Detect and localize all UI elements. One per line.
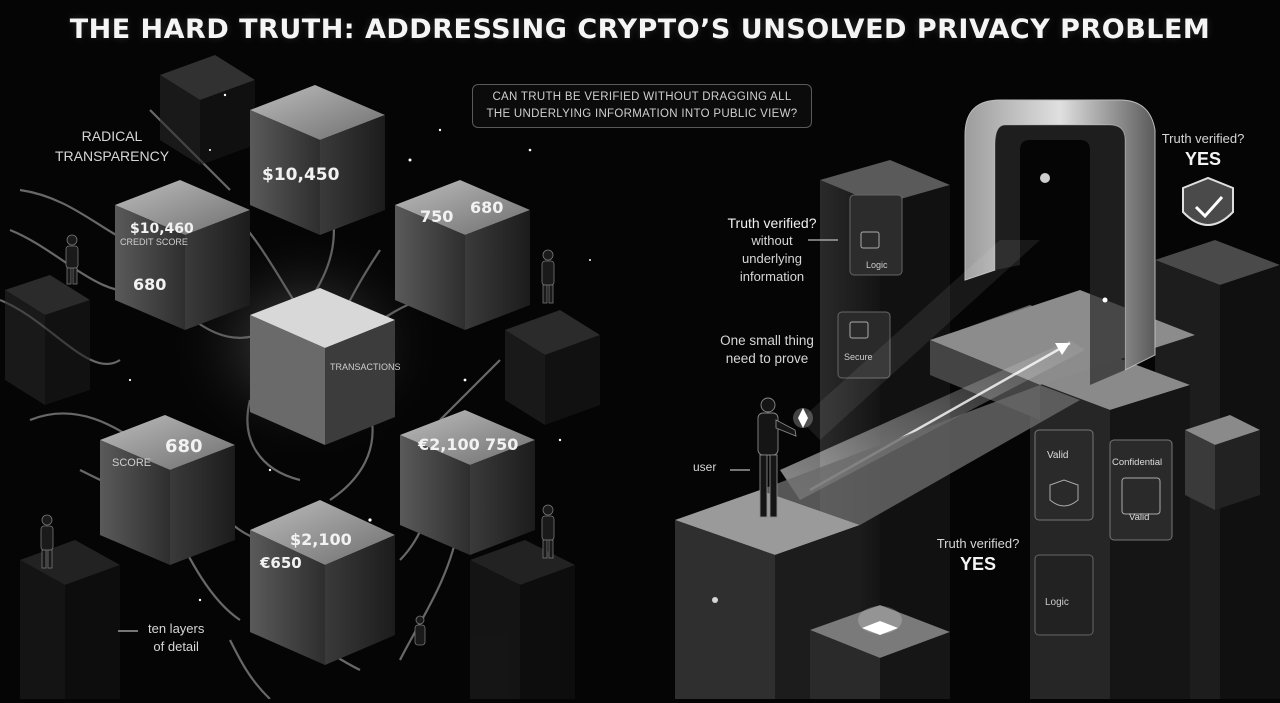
radical-line-2: TRANSPARENCY [54,148,170,164]
user-pedestal [675,385,1080,699]
user-figure [757,397,797,518]
sparkles [128,93,591,602]
cube-mid-right [395,180,530,330]
truth-verified-without-label: Truth verified? without underlying infor… [712,214,832,286]
radical-transparency-label: RADICAL TRANSPARENCY [37,126,187,166]
user-label: user [693,460,717,474]
ten-line-1: ten layers [148,621,205,636]
ten-layers-label: ten layers of detail [148,620,204,656]
cube-bottom-amount2: €650 [259,554,302,572]
cube-center-label: TRANSACTIONS [330,362,401,372]
arrow-head [1055,343,1070,355]
tv1-line-2: without [751,233,793,248]
one-line-1: One small thing [720,333,814,348]
tv1-line-4: information [739,269,805,284]
diamond-icon [798,408,808,428]
yes-top: YES [1184,149,1222,169]
ten-line-2: of detail [153,639,199,654]
cube-mid-top: 680 [470,198,503,217]
panel-secure: Secure [837,311,891,379]
panel-confidential-label: Confidential [1112,457,1162,468]
cube-credit [115,180,250,330]
panel-valid-label: Valid [1047,450,1069,461]
cube-top [250,85,385,235]
question-line-1: CAN TRUTH BE VERIFIED WITHOUT DRAGGING A… [492,91,792,103]
background-cubes [5,55,600,699]
page-title: THE HARD TRUTH: ADDRESSING CRYPTO’S UNSO… [69,14,1211,45]
cube-credit-score: 680 [133,275,166,294]
question-box: CAN TRUTH BE VERIFIED WITHOUT DRAGGING A… [472,84,812,128]
bottom-chip-block [810,605,950,699]
panel-confidential: Confidential Valid [1109,439,1173,541]
question-line-2: THE UNDERLYING INFORMATION INTO PUBLIC V… [486,108,798,120]
cube-right [400,410,535,555]
cube-mid-bottom: 750 [420,207,453,226]
cube-right-amount: €2,100 [417,435,480,454]
cube-left-label: SCORE [112,457,151,469]
verification-gate [964,99,1156,385]
cube-center [250,288,395,445]
yes-bottom: YES [959,554,997,574]
cube-left-score: 680 [165,436,203,457]
light-cone [800,240,1040,440]
cube-bottom [250,500,395,665]
cube-bottom-amount: $2,100 [290,530,352,549]
radical-line-1: RADICAL [81,128,143,144]
panel-logic: Logic [849,194,903,276]
panel-logic2-label: Logic [1045,597,1069,608]
one-small-thing-label: One small thing need to prove [712,332,822,368]
truth-verified-top: Truth verified? [1161,131,1245,146]
panel-valid: Valid [1034,429,1094,521]
cube-credit-amount: $10,460 [130,221,194,237]
person-figures [40,234,555,646]
panel-secure-label: Secure [844,352,873,362]
truth-verified-bottom: Truth verified? [936,536,1020,551]
cube-left [100,415,235,565]
cube-top-amount: $10,450 [262,165,340,185]
cube-credit-score-label: CREDIT SCORE [120,237,188,247]
tv1-line-3: underlying [742,251,802,266]
shield-check-icon [1182,176,1234,226]
one-line-2: need to prove [725,351,809,366]
panel-valid2-label: Valid [1129,512,1149,523]
panel-logic-label: Logic [866,260,888,270]
panel-logic2: Logic [1034,554,1094,636]
cube-right-score: 750 [485,435,518,454]
tv1-title: Truth verified? [727,215,817,231]
